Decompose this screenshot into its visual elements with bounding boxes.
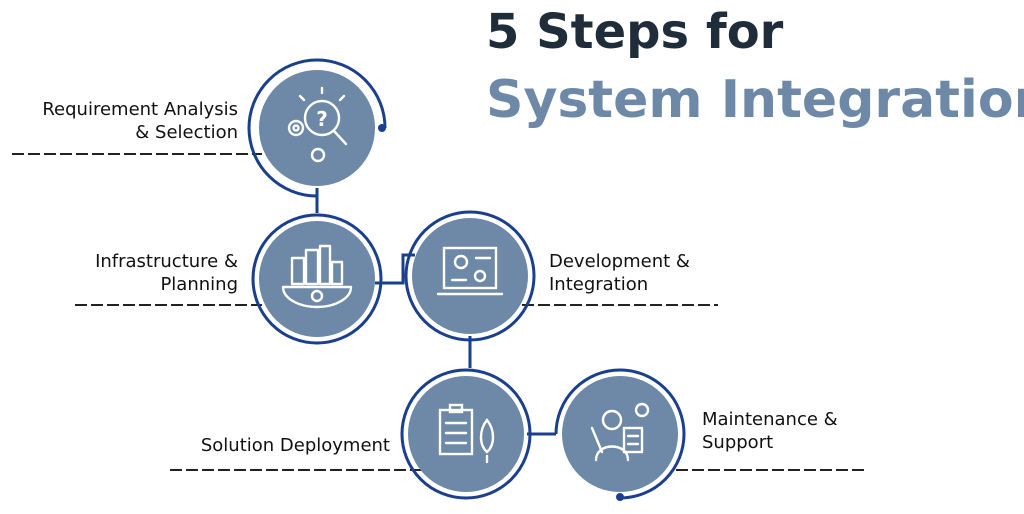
step-5-ring (554, 368, 686, 500)
step-3-label-line-2: Integration (549, 274, 649, 295)
step-5-ring-dot (616, 493, 624, 501)
svg-text:?: ? (316, 107, 328, 131)
step-1-label-line-2: & Selection (135, 122, 238, 143)
step-3-ring (404, 210, 536, 342)
step-3-label-line-1: Development & (549, 251, 690, 272)
step-1-node: ? (247, 58, 387, 198)
step-5-label-line-1: Maintenance & (702, 409, 838, 430)
clipboard-rocket-icon (438, 403, 495, 464)
step-4-node (400, 368, 532, 500)
step-2-label-line-1: Infrastructure & (95, 251, 238, 272)
step-3-circle (412, 218, 528, 334)
step-4-label-line-1: Solution Deployment (200, 435, 390, 456)
step-1-ring (247, 58, 387, 198)
technician-clipboard-icon (590, 402, 650, 462)
step-5-circle (562, 376, 678, 492)
step-2-ring (251, 213, 383, 345)
step-4-ring (400, 368, 532, 500)
laptop-gears-icon (436, 246, 504, 296)
title-line-2: System Integration (486, 70, 1024, 130)
step-2-label: Infrastructure & Planning (95, 250, 238, 296)
step-2-label-line-2: Planning (160, 274, 238, 295)
analysis-gear-question-icon: ? (287, 86, 348, 163)
step-3-node (404, 210, 536, 342)
title-line-1: 5 Steps for (486, 4, 784, 60)
step-1-circle (259, 70, 375, 186)
step-3-label: Development & Integration (549, 250, 690, 296)
step-5-label: Maintenance & Support (702, 408, 838, 454)
step-4-label: Solution Deployment (201, 434, 390, 457)
step-1-label-line-1: Requirement Analysis (42, 99, 238, 120)
city-gear-icon (281, 244, 353, 309)
step-5-node (554, 368, 686, 501)
step-2-node (251, 213, 383, 345)
step-5-label-line-2: Support (702, 432, 774, 453)
dashed-underlines (12, 153, 864, 471)
step-1-label: Requirement Analysis & Selection (42, 98, 238, 144)
step-1-ring-dot (378, 124, 386, 132)
